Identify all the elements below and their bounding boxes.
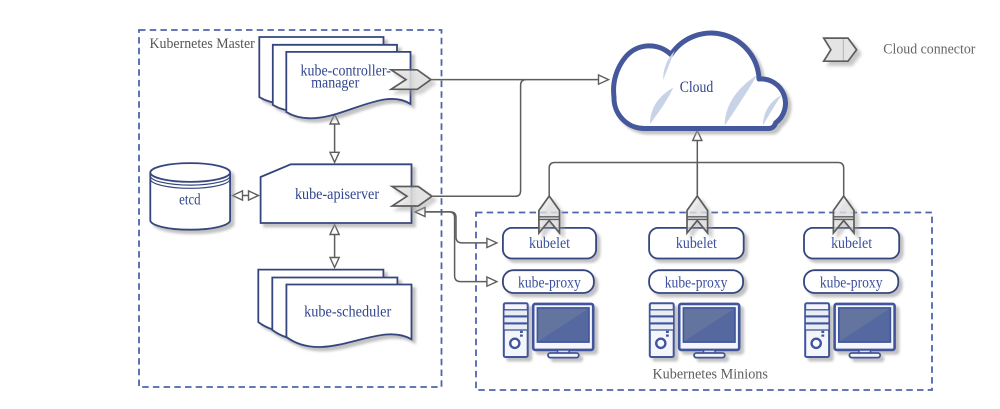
- svg-text:Kubernetes Minions: Kubernetes Minions: [652, 367, 768, 383]
- svg-text:kube-scheduler: kube-scheduler: [304, 303, 392, 320]
- svg-text:Cloud connector: Cloud connector: [883, 41, 975, 57]
- svg-text:kube-controller-: kube-controller-: [301, 63, 391, 80]
- svg-text:Kubernetes Master: Kubernetes Master: [150, 36, 255, 52]
- svg-text:kube-apiserver: kube-apiserver: [295, 186, 380, 203]
- svg-text:kubelet: kubelet: [831, 235, 873, 252]
- svg-text:manager: manager: [311, 75, 360, 92]
- svg-text:kube-proxy: kube-proxy: [665, 275, 728, 292]
- svg-text:kubelet: kubelet: [676, 235, 718, 252]
- svg-text:Cloud: Cloud: [680, 79, 714, 96]
- svg-text:kube-proxy: kube-proxy: [518, 275, 581, 292]
- svg-text:etcd: etcd: [179, 191, 201, 208]
- svg-text:kube-proxy: kube-proxy: [820, 275, 883, 292]
- svg-text:kubelet: kubelet: [529, 235, 571, 252]
